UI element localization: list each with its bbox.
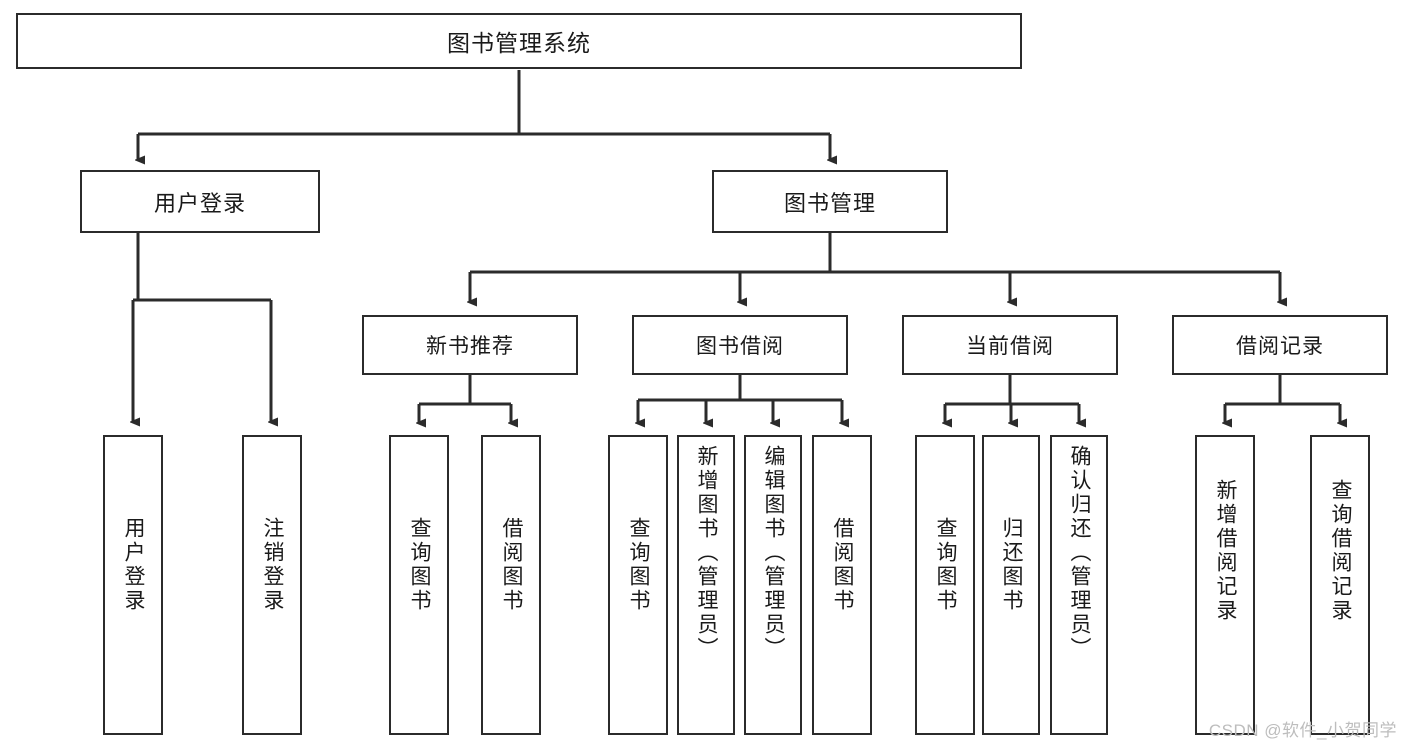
node-leaf-query-book-1-label: 查询图书 xyxy=(408,517,432,613)
node-new-book-recommend-label: 新书推荐 xyxy=(426,335,514,358)
node-leaf-confirm-return-label: 确认归还（管理员） xyxy=(1068,445,1092,661)
node-book-borrow-label: 图书借阅 xyxy=(696,335,784,358)
node-leaf-query-book-2[interactable]: 查询图书 xyxy=(608,435,668,735)
node-leaf-user-login[interactable]: 用户登录 xyxy=(103,435,163,735)
node-leaf-borrow-book-1-label: 借阅图书 xyxy=(500,517,524,613)
node-leaf-logout-login[interactable]: 注销登录 xyxy=(242,435,302,735)
node-book-manage[interactable]: 图书管理 xyxy=(712,170,948,233)
node-leaf-query-book-1[interactable]: 查询图书 xyxy=(389,435,449,735)
node-leaf-logout-login-label: 注销登录 xyxy=(261,517,285,613)
node-leaf-query-book-3-label: 查询图书 xyxy=(934,517,958,613)
node-new-book-recommend[interactable]: 新书推荐 xyxy=(362,315,578,375)
node-leaf-add-record[interactable]: 新增借阅记录 xyxy=(1195,435,1255,735)
node-user-login[interactable]: 用户登录 xyxy=(80,170,320,233)
node-root[interactable]: 图书管理系统 xyxy=(16,13,1022,69)
node-leaf-borrow-book-2[interactable]: 借阅图书 xyxy=(812,435,872,735)
node-borrow-record-label: 借阅记录 xyxy=(1236,335,1324,358)
node-leaf-return-book-label: 归还图书 xyxy=(1000,517,1024,613)
node-leaf-user-login-label: 用户登录 xyxy=(122,517,146,613)
node-leaf-edit-book[interactable]: 编辑图书（管理员） xyxy=(744,435,802,735)
node-leaf-return-book[interactable]: 归还图书 xyxy=(982,435,1040,735)
node-leaf-edit-book-label: 编辑图书（管理员） xyxy=(762,445,786,661)
node-book-borrow[interactable]: 图书借阅 xyxy=(632,315,848,375)
node-leaf-query-record-label: 查询借阅记录 xyxy=(1329,479,1353,623)
node-leaf-add-book[interactable]: 新增图书（管理员） xyxy=(677,435,735,735)
node-leaf-borrow-book-1[interactable]: 借阅图书 xyxy=(481,435,541,735)
node-current-borrow[interactable]: 当前借阅 xyxy=(902,315,1118,375)
node-leaf-query-record[interactable]: 查询借阅记录 xyxy=(1310,435,1370,735)
node-root-label: 图书管理系统 xyxy=(447,30,591,56)
node-current-borrow-label: 当前借阅 xyxy=(966,335,1054,358)
node-borrow-record[interactable]: 借阅记录 xyxy=(1172,315,1388,375)
node-leaf-borrow-book-2-label: 借阅图书 xyxy=(831,517,855,613)
node-book-manage-label: 图书管理 xyxy=(783,190,876,216)
node-leaf-confirm-return[interactable]: 确认归还（管理员） xyxy=(1050,435,1108,735)
node-user-login-label: 用户登录 xyxy=(153,190,246,216)
node-leaf-add-book-label: 新增图书（管理员） xyxy=(695,445,719,661)
watermark: CSDN @软件_小贺同学 xyxy=(1208,721,1397,740)
node-leaf-query-book-2-label: 查询图书 xyxy=(627,517,651,613)
node-leaf-add-record-label: 新增借阅记录 xyxy=(1214,479,1238,623)
node-leaf-query-book-3[interactable]: 查询图书 xyxy=(915,435,975,735)
